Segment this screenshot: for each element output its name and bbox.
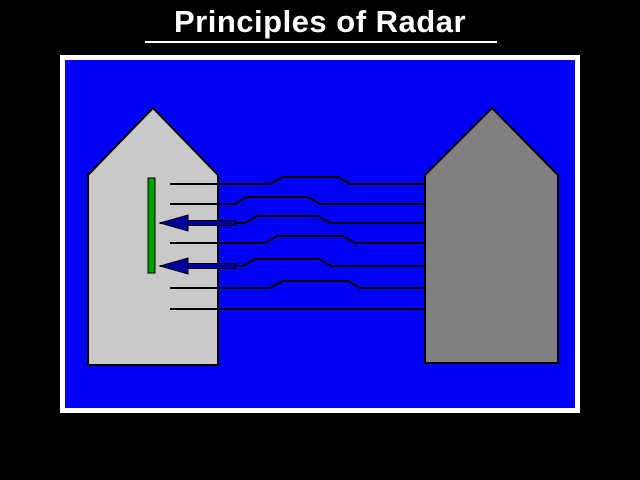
echo-arrow-1: [158, 214, 236, 232]
slide-title: Principles of Radar: [173, 4, 467, 39]
diagram-panel: [60, 55, 580, 413]
radar-wave-1: [170, 176, 425, 185]
echo-arrow-1-tail: [187, 220, 236, 226]
right-tower-shape: [424, 106, 559, 364]
title-underline: [145, 41, 497, 43]
echo-arrow-2-tail: [187, 263, 236, 269]
radar-wave-2: [170, 196, 425, 205]
echo-arrow-2: [158, 257, 236, 275]
radar-wave-4: [170, 235, 425, 244]
antenna-bar: [147, 177, 156, 274]
radar-wave-6: [170, 280, 425, 289]
radar-diagram: [87, 106, 559, 366]
